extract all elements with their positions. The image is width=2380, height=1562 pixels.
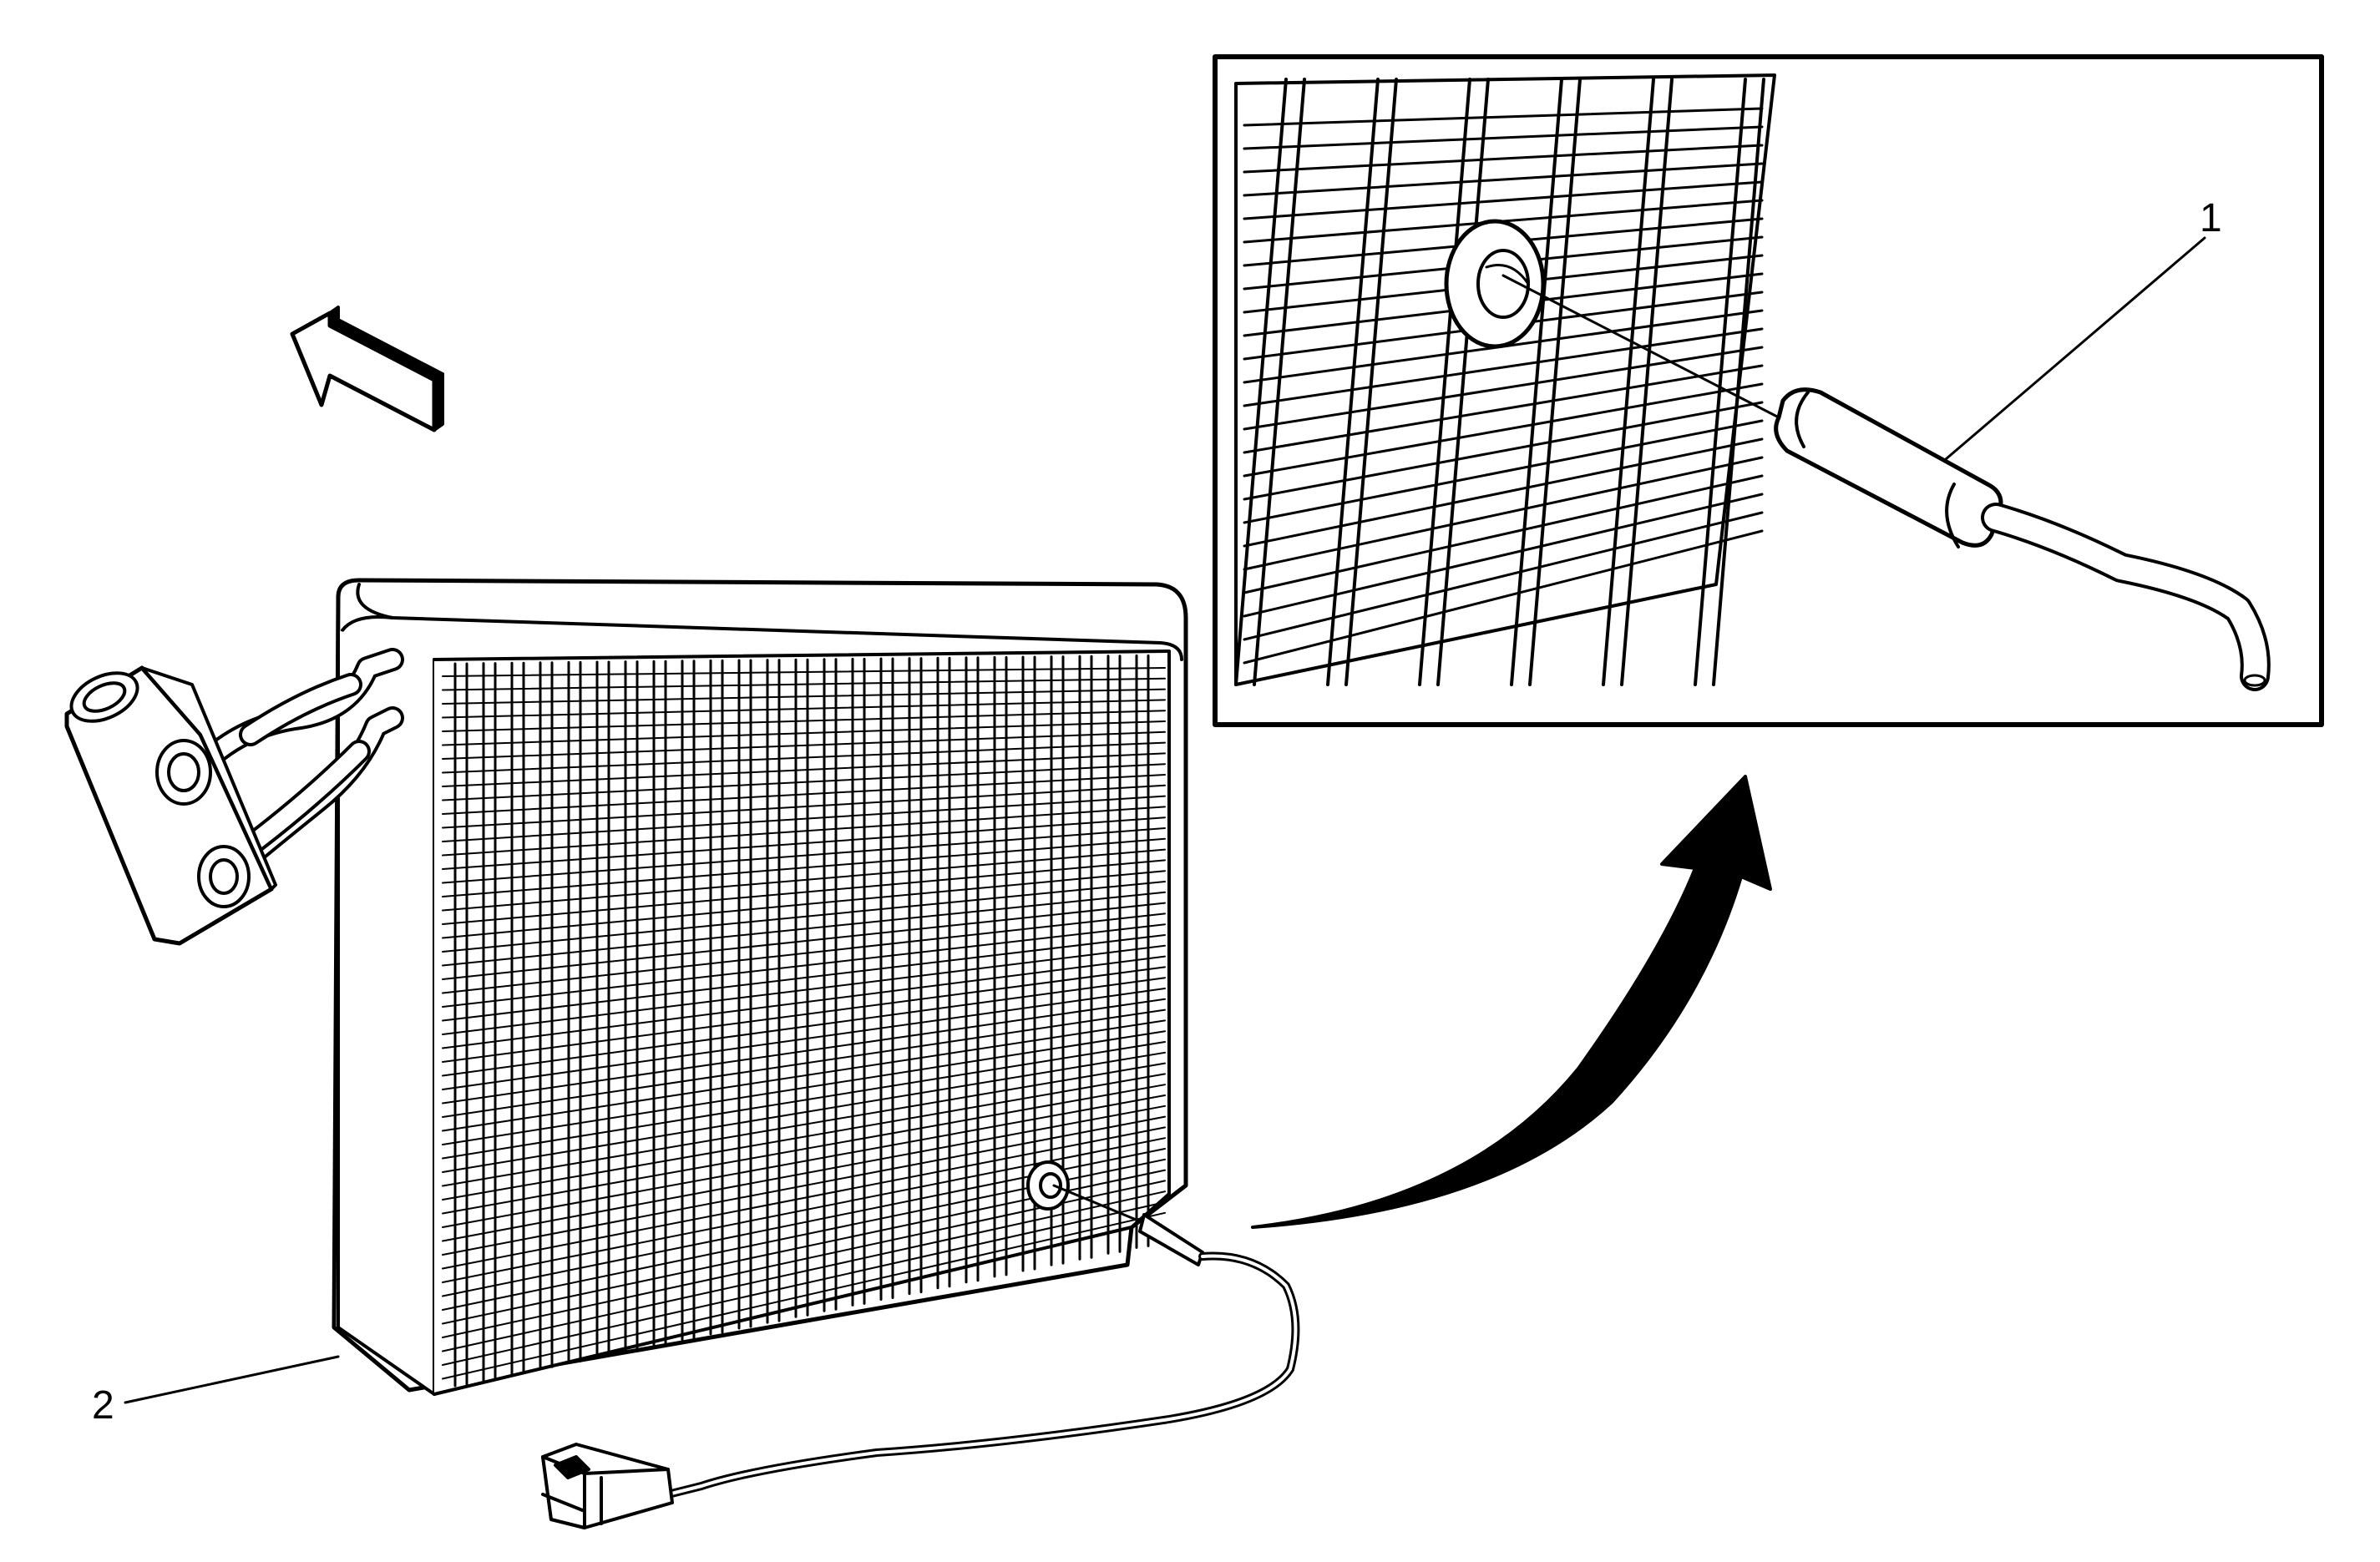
temperature-sensor (664, 1160, 1300, 1499)
leader-line-2 (124, 1355, 340, 1404)
detail-inset (1213, 54, 2324, 727)
callout-label-2: 2 (92, 1383, 114, 1428)
direction-arrow-icon (290, 306, 444, 432)
leader-line-1 (1944, 236, 2206, 461)
sensor-connector-icon (541, 1443, 674, 1529)
evaporator-core (332, 578, 1188, 1396)
refrigerant-pipe-block (64, 648, 404, 946)
callout-label-1: 1 (2200, 196, 2222, 240)
detail-arrow-icon (1251, 775, 1772, 1229)
